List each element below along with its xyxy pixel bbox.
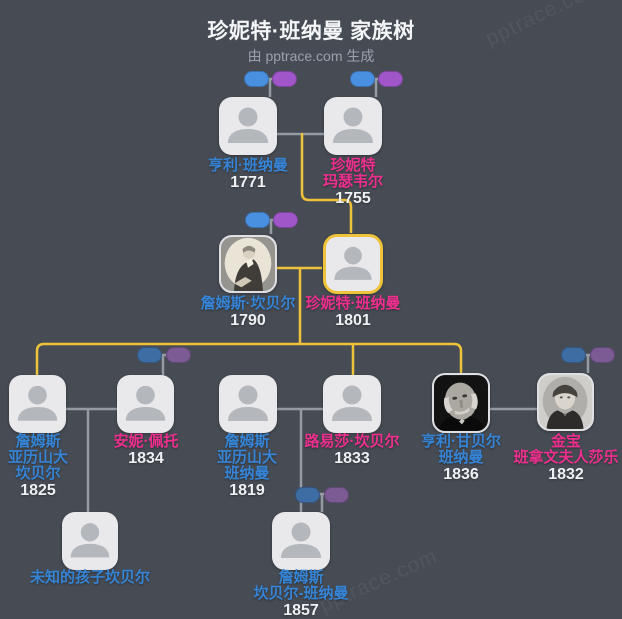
person-label: 詹姆斯·坎贝尔 1790 xyxy=(200,295,296,330)
collapsed-female-chip[interactable] xyxy=(590,347,615,363)
collapsed-male-chip[interactable] xyxy=(561,347,586,363)
collapsed-male-chip[interactable] xyxy=(137,347,162,363)
person-label: 珍妮特·班纳曼 1801 xyxy=(305,295,401,330)
person-silhouette-icon xyxy=(228,107,268,143)
person-card-janet-bannerman[interactable] xyxy=(323,234,383,294)
collapsed-female-chip[interactable] xyxy=(166,347,191,363)
collapsed-male-chip[interactable] xyxy=(245,212,270,228)
person-label: 珍妮特 玛瑟韦尔 1755 xyxy=(322,157,384,208)
collapsed-male-chip[interactable] xyxy=(295,487,320,503)
person-label: 詹姆斯 亚历山大 班纳曼 1819 xyxy=(216,433,278,500)
person-label: 亨利·班纳曼 1771 xyxy=(208,157,288,192)
person-label: 未知的孩子坎贝尔 xyxy=(29,569,151,586)
person-label: 安妮·佩托 1834 xyxy=(113,433,179,468)
person-silhouette-icon xyxy=(281,522,321,558)
person-card-james-alexander-bannerman[interactable] xyxy=(219,375,277,433)
person-label: 路易莎·坎贝尔 1833 xyxy=(304,433,400,468)
person-silhouette-icon xyxy=(70,523,110,558)
page-subtitle: 由 pptrace.com 生成 xyxy=(247,48,375,64)
person-label: 詹姆斯 亚历山大 坎贝尔 1825 xyxy=(7,433,69,500)
person-silhouette-icon xyxy=(332,385,372,421)
collapsed-female-chip[interactable] xyxy=(378,71,403,87)
collapsed-female-chip[interactable] xyxy=(273,212,298,228)
page-title: 珍妮特·班纳曼 家族树 xyxy=(207,20,415,43)
person-silhouette-icon xyxy=(17,385,58,421)
person-label: 亨利·甘贝尔 班纳曼 1836 xyxy=(421,433,501,484)
collapsed-female-chip[interactable] xyxy=(324,487,349,503)
person-card-henry-bannerman[interactable] xyxy=(219,97,277,155)
person-card-louisa-campbell[interactable] xyxy=(323,375,381,433)
person-silhouette-icon xyxy=(228,385,268,421)
person-silhouette-icon xyxy=(125,385,166,421)
collapsed-male-chip[interactable] xyxy=(244,71,269,87)
person-card-annie-peto[interactable] xyxy=(117,375,174,433)
person-card-james-campbell-bannerman[interactable] xyxy=(272,512,330,570)
collapsed-female-chip[interactable] xyxy=(272,71,297,87)
portrait-photo-woman xyxy=(539,375,592,429)
person-card-unknown-child-campbell[interactable] xyxy=(62,512,118,570)
person-card-henry-campbell-bannerman[interactable] xyxy=(432,373,490,433)
portrait-photo-man xyxy=(434,375,488,431)
person-silhouette-icon xyxy=(334,246,372,280)
person-card-janet-mothersole[interactable] xyxy=(324,97,382,155)
person-card-kimbo[interactable] xyxy=(537,373,594,431)
person-card-james-campbell[interactable] xyxy=(219,235,277,293)
collapsed-male-chip[interactable] xyxy=(350,71,375,87)
portrait-engraving xyxy=(221,237,275,291)
person-label: 金宝 班拿文夫人莎乐 1832 xyxy=(513,433,619,484)
person-silhouette-icon xyxy=(333,107,373,143)
person-card-james-alexander-campbell[interactable] xyxy=(9,375,66,433)
person-label: 詹姆斯 坎贝尔-班纳曼 1857 xyxy=(253,569,349,619)
